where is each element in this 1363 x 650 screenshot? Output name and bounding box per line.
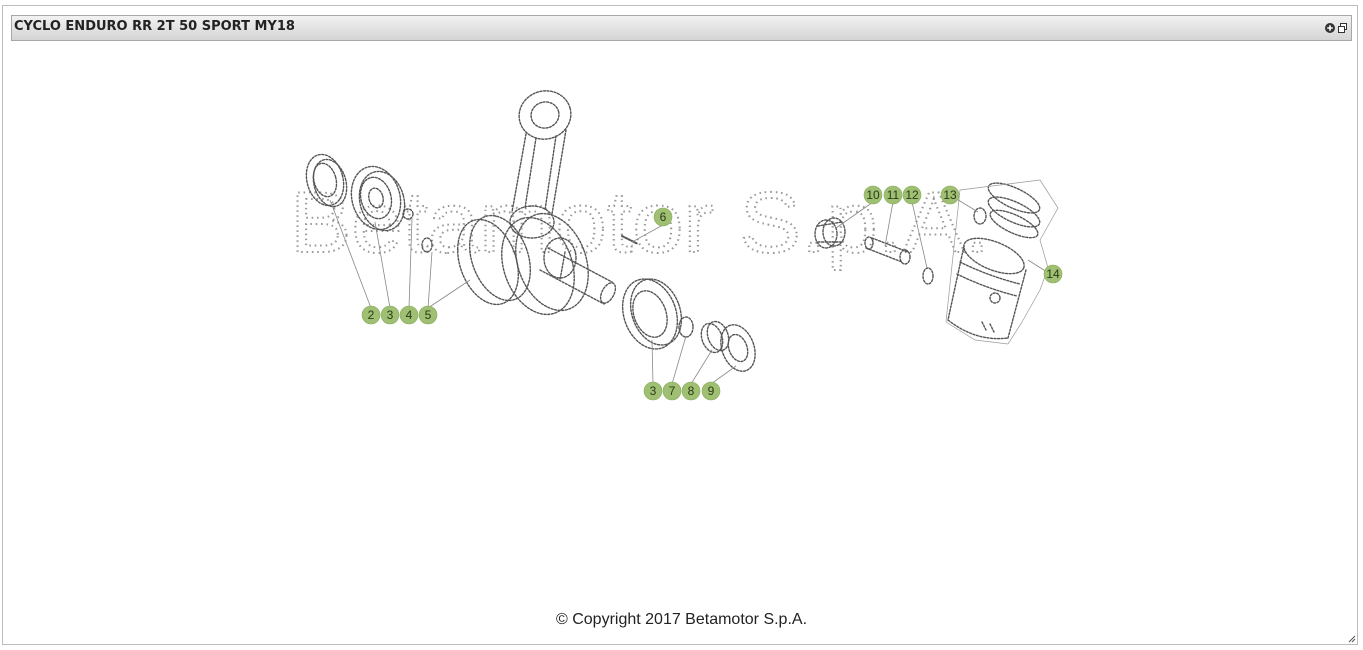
svg-text:2: 2 — [368, 308, 375, 322]
svg-text:8: 8 — [688, 384, 695, 398]
svg-text:5: 5 — [425, 308, 432, 322]
copyright-text: © Copyright 2017 Betamotor S.p.A. — [555, 611, 808, 628]
svg-text:3: 3 — [650, 384, 657, 398]
callout-2[interactable]: 2 — [361, 305, 381, 325]
needle-bearing — [814, 217, 846, 249]
svg-text:11: 11 — [887, 188, 900, 202]
crankshaft-shaft — [539, 247, 617, 305]
piston-rings — [987, 182, 1041, 239]
window-icon[interactable] — [1337, 22, 1349, 34]
watermark-text: Betamotor S.p.A. — [290, 175, 990, 271]
piston — [947, 237, 1027, 340]
svg-text:9: 9 — [708, 384, 715, 398]
parts-line-art — [305, 90, 1059, 372]
crankshaft-right-web — [501, 212, 589, 316]
crankshaft-left-web — [456, 214, 532, 306]
left-oil-seal — [305, 153, 348, 208]
right-bearing — [621, 278, 683, 350]
callout-14[interactable]: 14 — [1043, 264, 1063, 284]
svg-text:7: 7 — [669, 384, 676, 398]
svg-text:13: 13 — [943, 188, 957, 202]
left-bearing — [350, 165, 406, 232]
svg-text:4: 4 — [406, 308, 413, 322]
resize-grip-icon[interactable] — [1348, 635, 1356, 643]
panel-frame — [2, 5, 1358, 645]
svg-text:3: 3 — [387, 308, 394, 322]
svg-text:6: 6 — [660, 210, 667, 224]
panel-titlebar: CYCLO ENDURO RR 2T 50 SPORT MY18 — [11, 15, 1352, 41]
svg-text:14: 14 — [1046, 267, 1060, 281]
callout-10[interactable]: 10 — [863, 185, 883, 205]
callout-13[interactable]: 13 — [940, 185, 960, 205]
callout-3-right[interactable]: 3 — [643, 381, 663, 401]
callout-3-left[interactable]: 3 — [380, 305, 400, 325]
piston-pin — [864, 236, 911, 265]
panel-title: CYCLO ENDURO RR 2T 50 SPORT MY18 — [14, 19, 295, 34]
svg-text:10: 10 — [866, 188, 880, 202]
callout-5[interactable]: 5 — [418, 305, 438, 325]
callout-4[interactable]: 4 — [399, 305, 419, 325]
callout-6[interactable]: 6 — [653, 207, 673, 227]
svg-text:12: 12 — [905, 188, 919, 202]
callout-9[interactable]: 9 — [701, 381, 721, 401]
callout-12[interactable]: 12 — [902, 185, 922, 205]
expand-icon[interactable] — [1324, 22, 1336, 34]
callout-8[interactable]: 8 — [681, 381, 701, 401]
callout-11[interactable]: 11 — [883, 185, 903, 205]
connecting-rod — [509, 90, 572, 239]
callout-7[interactable]: 7 — [662, 381, 682, 401]
leader-lines — [329, 194, 1048, 385]
